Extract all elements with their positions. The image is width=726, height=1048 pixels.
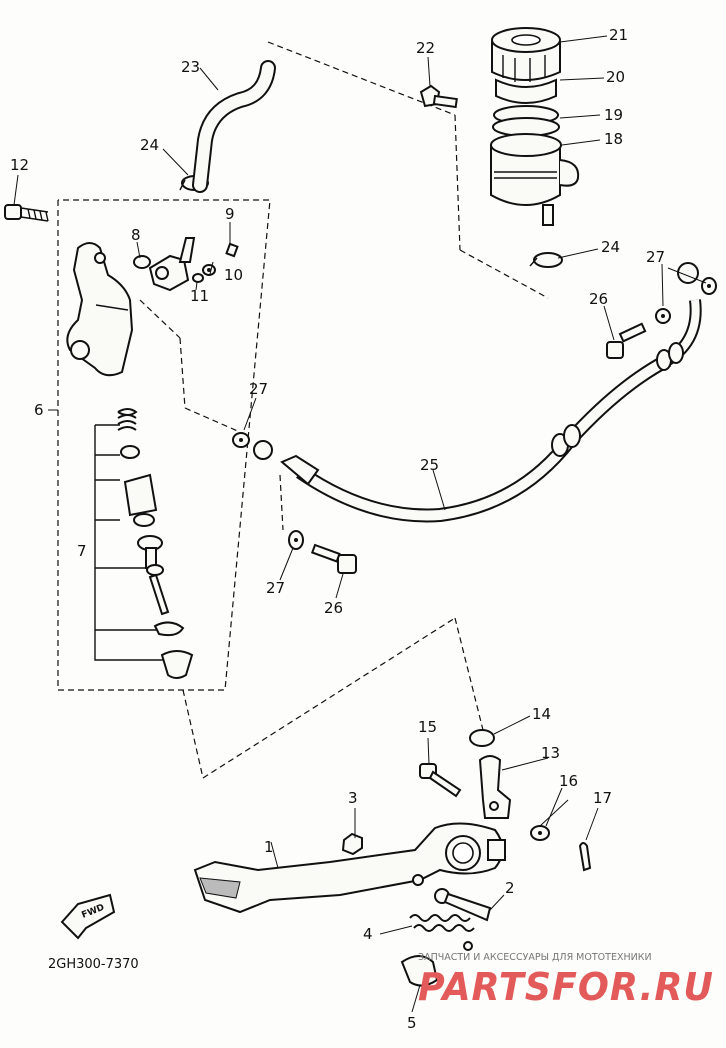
callout-7: 7 [77,542,87,560]
callout-6: 6 [34,401,44,419]
callout-18: 18 [604,130,623,148]
callout-20: 20 [606,68,625,86]
front-direction-arrow: FWD [60,893,116,940]
callout-15: 15 [418,718,437,736]
cotter-pin [578,842,592,872]
joint-screw [225,242,239,258]
callout-21: 21 [609,26,628,44]
union-bolt-upper [606,322,647,359]
callout-24-lower: 24 [601,238,620,256]
callout-1: 1 [264,838,274,856]
assembly-outline [57,41,549,779]
callout-3: 3 [348,789,358,807]
pedal-pivot-pin [434,888,492,922]
washer-10 [202,264,216,276]
union-bolt-lower [310,543,357,574]
brake-hose [280,299,702,523]
watermark-brand: PARTSFOR.RU [418,965,714,1009]
callout-14: 14 [532,705,551,723]
master-cylinder-bolt [4,204,49,222]
return-spring [409,914,475,951]
callout-19: 19 [604,106,623,124]
callout-22: 22 [416,39,435,57]
brake-pedal [193,822,506,914]
watermark: ЗАПЧАСТИ И АКСЕССУАРЫ ДЛЯ МОТОТЕХНИКИ PA… [418,952,714,1009]
callout-23: 23 [181,58,200,76]
reservoir-bolt [419,84,458,109]
callout-27-right: 27 [646,248,665,266]
callout-13: 13 [541,744,560,762]
hose-clamp-lower [529,252,563,268]
reservoir-hose [192,60,276,193]
spring-sleeve [400,955,439,987]
push-rod-clevis [478,755,512,819]
watermark-tagline: ЗАПЧАСТИ И АКСЕССУАРЫ ДЛЯ МОТОТЕХНИКИ [418,952,652,963]
callout-25: 25 [420,456,439,474]
callout-5: 5 [407,1014,417,1032]
washer-11 [192,273,204,283]
master-cylinder-body [66,242,134,377]
callout-27-left: 27 [249,380,268,398]
callout-26-upper: 26 [589,290,608,308]
diaphragm [492,105,560,137]
o-ring [133,255,151,269]
reservoir-tank [490,133,580,226]
callout-26-lower: 26 [324,599,343,617]
callout-12: 12 [10,156,29,174]
callout-2: 2 [505,879,515,897]
hose-joint [148,237,196,292]
callout-4: 4 [363,925,373,943]
callout-24-upper: 24 [140,136,159,154]
callout-16: 16 [559,772,578,790]
callout-10: 10 [224,266,243,284]
catalog-code: 2GH300-7370 [48,957,139,972]
copper-washers [232,262,717,550]
leader-lines [13,35,707,1013]
piston-kit [94,408,194,679]
pedal-bolt [419,763,462,798]
locknut [469,729,495,747]
callout-27-bottom: 27 [266,579,285,597]
pedal-nut [341,832,363,856]
callout-labels: 1 2 3 4 5 6 7 8 9 10 11 12 13 14 15 16 1… [10,26,665,1032]
callout-17: 17 [593,789,612,807]
callout-8: 8 [131,226,141,244]
callout-9: 9 [225,205,235,223]
pedal-washer [530,825,550,841]
callout-11: 11 [190,287,209,305]
reservoir-cap [491,27,561,104]
